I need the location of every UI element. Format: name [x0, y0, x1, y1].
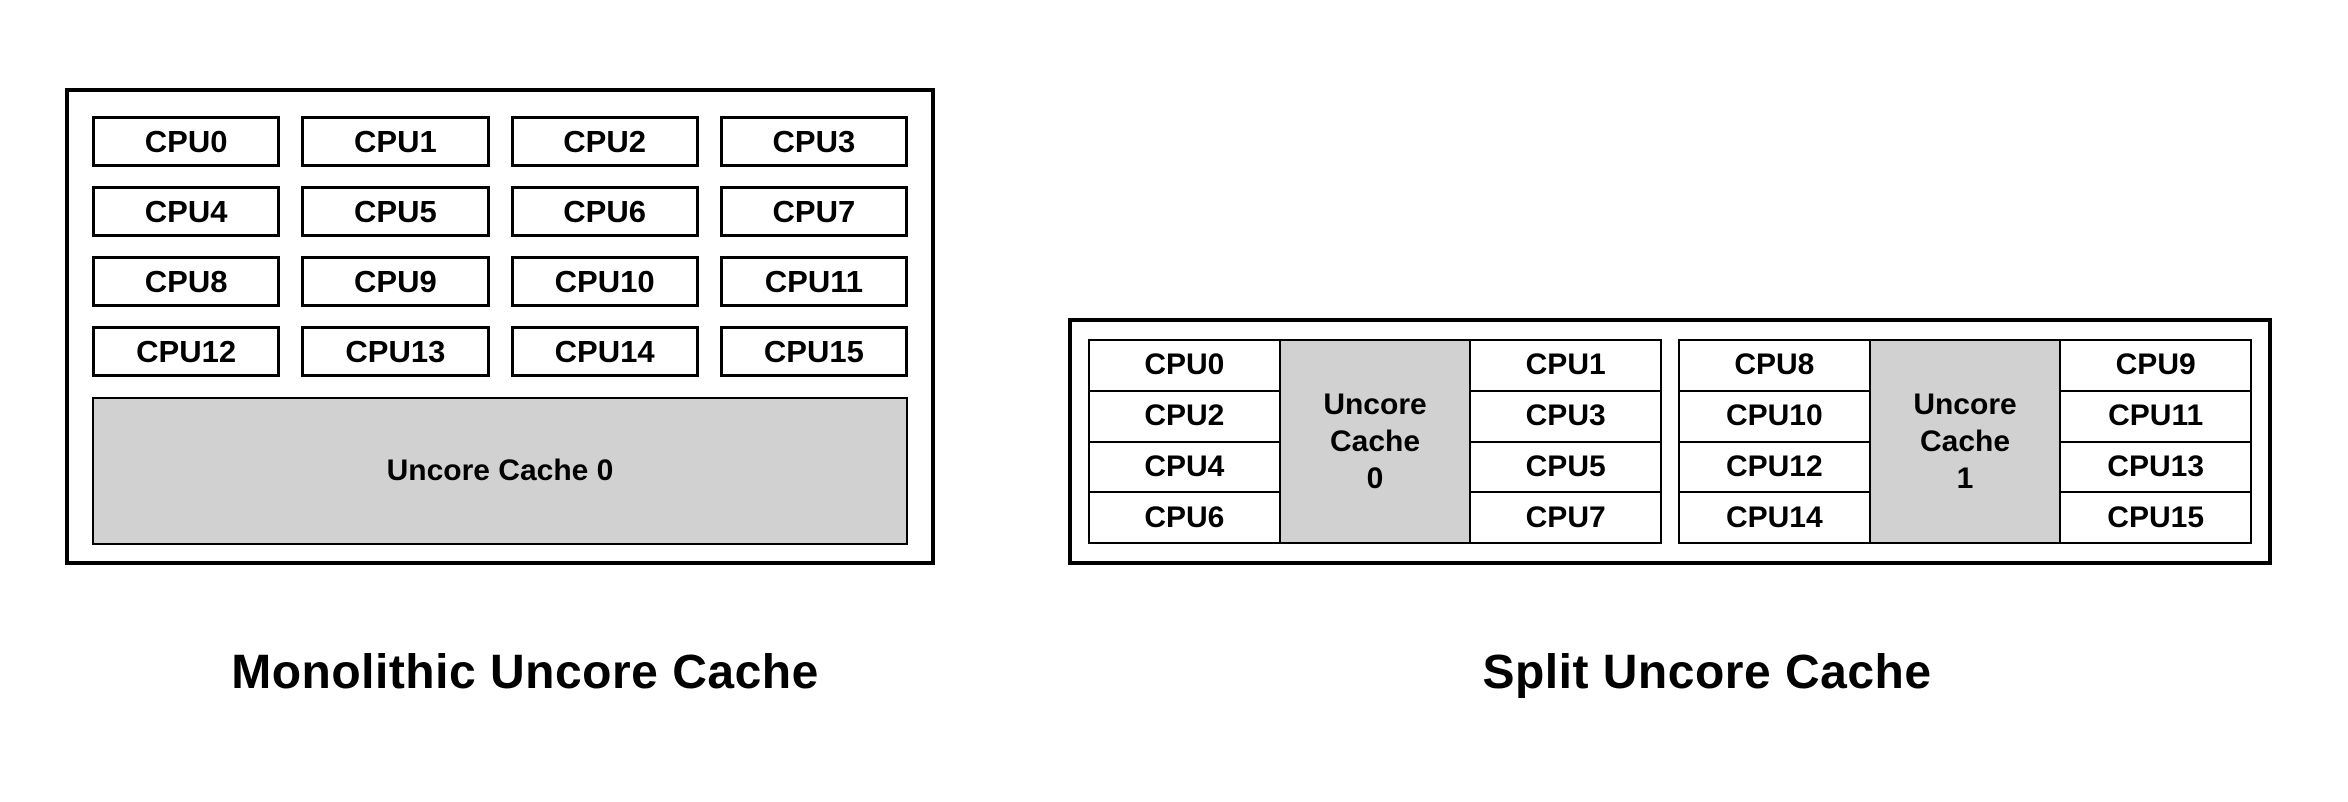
cpu-box: CPU9 [301, 256, 490, 307]
cache-label-line: 0 [1366, 462, 1384, 495]
split-caption: Split Uncore Cache [1482, 646, 1932, 699]
cpu-box: CPU1 [301, 116, 490, 167]
cpu-cell: CPU15 [2061, 493, 2250, 542]
cpu-cell: CPU1 [1471, 341, 1660, 390]
uncore-cache-1-split-box: Uncore Cache 1 [1870, 341, 2060, 542]
cpu-box: CPU11 [719, 256, 908, 307]
cpu-box: CPU12 [92, 326, 281, 377]
cpu-box: CPU3 [719, 116, 908, 167]
cache-label-line: 1 [1956, 462, 1974, 495]
cpu-cell: CPU10 [1680, 391, 1869, 441]
cpu-cell: CPU3 [1471, 391, 1660, 441]
cache-cluster-1: CPU8 CPU10 CPU12 CPU14 Uncore Cache 1 CP… [1678, 339, 2252, 544]
uncore-cache-0-split-box: Uncore Cache 0 [1280, 341, 1470, 542]
cpu-cell: CPU8 [1680, 341, 1869, 390]
cpu-box: CPU8 [92, 256, 281, 307]
cache-label-line: Uncore [1913, 388, 2017, 421]
cache-cluster-0: CPU0 CPU2 CPU4 CPU6 Uncore Cache 0 CPU1 … [1088, 339, 1662, 544]
cpu-box: CPU6 [510, 186, 699, 237]
cpu-cell: CPU9 [2061, 341, 2250, 390]
cpu-cell: CPU14 [1680, 493, 1869, 542]
cpu-grid: CPU0 CPU1 CPU2 CPU3 CPU4 CPU5 CPU6 CPU7 … [92, 116, 908, 377]
cpu-box: CPU0 [92, 116, 281, 167]
cpu-box: CPU5 [301, 186, 490, 237]
cpu-box: CPU2 [510, 116, 699, 167]
cache-label-line: Cache [1919, 425, 2011, 458]
cpu-cell: CPU5 [1471, 442, 1660, 492]
cpu-box: CPU4 [92, 186, 281, 237]
cpu-cell: CPU13 [2061, 442, 2250, 492]
cpu-box: CPU10 [510, 256, 699, 307]
cpu-box: CPU13 [301, 326, 490, 377]
cpu-cell: CPU12 [1680, 442, 1869, 492]
cpu-cell: CPU4 [1090, 442, 1279, 492]
cpu-cell: CPU2 [1090, 391, 1279, 441]
cpu-box: CPU7 [719, 186, 908, 237]
cpu-cell: CPU6 [1090, 493, 1279, 542]
cpu-cell: CPU7 [1471, 493, 1660, 542]
split-uncore-diagram: CPU0 CPU2 CPU4 CPU6 Uncore Cache 0 CPU1 … [1068, 318, 2272, 565]
cache-label-line: Uncore [1323, 388, 1427, 421]
monolithic-caption: Monolithic Uncore Cache [231, 646, 819, 699]
uncore-cache-0-box: Uncore Cache 0 [92, 397, 908, 545]
cpu-box: CPU15 [719, 326, 908, 377]
cpu-box: CPU14 [510, 326, 699, 377]
cpu-cell: CPU0 [1090, 341, 1279, 390]
monolithic-uncore-diagram: CPU0 CPU1 CPU2 CPU3 CPU4 CPU5 CPU6 CPU7 … [65, 88, 935, 565]
cache-label-line: Cache [1329, 425, 1421, 458]
cpu-cell: CPU11 [2061, 391, 2250, 441]
